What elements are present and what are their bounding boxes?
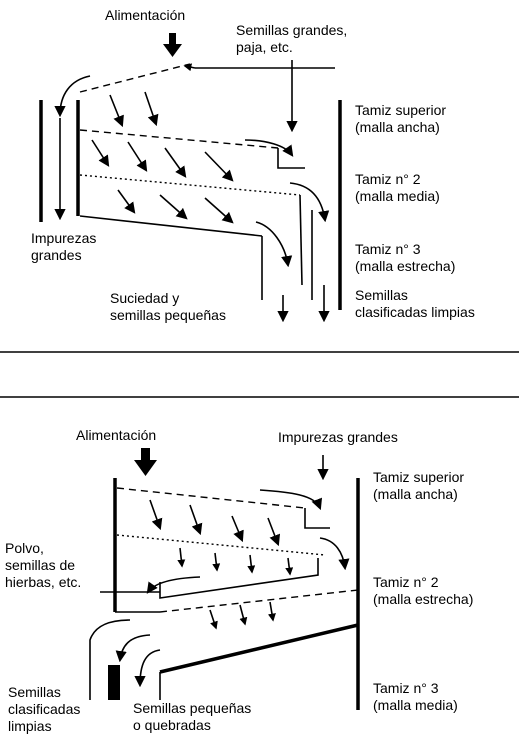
top-sieve-2-label: Tamiz n° 2 (malla media) <box>355 171 440 204</box>
bottom-sieve-3 <box>159 589 359 613</box>
bottom-dust-label: Polvo, semillas de hierbas, etc. <box>5 540 82 590</box>
bottom-sieve-2 <box>116 534 326 556</box>
top-upper-sieve-label: Tamiz superior (malla ancha) <box>355 102 447 135</box>
top-diagram <box>39 33 342 323</box>
bottom-sieve-2-label: Tamiz n° 2 (malla estrecha) <box>373 574 474 607</box>
top-large-impurities-label: Impurezas grandes <box>31 230 97 263</box>
top-clean-seeds-label: Semillas clasificadas limpias <box>355 287 475 320</box>
bottom-clean-seeds-label: Semillas clasificadas limpias <box>8 684 81 734</box>
top-large-seeds-label: Semillas grandes, paja, etc. <box>236 22 348 55</box>
top-cover-line <box>79 63 191 93</box>
bottom-sieve-3-label: Tamiz n° 3 (malla media) <box>373 680 458 713</box>
top-upper-sieve <box>79 129 279 149</box>
bottom-large-impurities-label: Impurezas grandes <box>278 429 398 445</box>
bottom-small-broken-label: Semillas pequeñas o quebradas <box>133 700 252 733</box>
top-feed-label: Alimentación <box>105 7 186 23</box>
bottom-dust-tray <box>159 558 319 599</box>
bottom-feed-arrow <box>134 448 157 476</box>
top-upper-sieve-lip <box>277 148 305 169</box>
bottom-upper-sieve-label: Tamiz superior (malla ancha) <box>373 469 465 502</box>
top-sieve-2 <box>79 174 301 196</box>
bottom-diagram <box>89 448 360 710</box>
bottom-clean-seed-outlet <box>108 665 120 700</box>
bottom-feed-label: Alimentación <box>76 427 157 443</box>
top-sieve-3 <box>79 215 263 237</box>
bottom-upper-sieve <box>116 487 306 509</box>
bottom-floor <box>159 623 359 674</box>
top-dirt-small-seeds-label: Suciedad y semillas pequeñas <box>110 290 226 323</box>
top-sieve-3-label: Tamiz n° 3 (malla estrecha) <box>355 241 456 274</box>
top-left-discharge-arrow <box>54 75 91 118</box>
top-feed-arrow <box>163 33 182 57</box>
